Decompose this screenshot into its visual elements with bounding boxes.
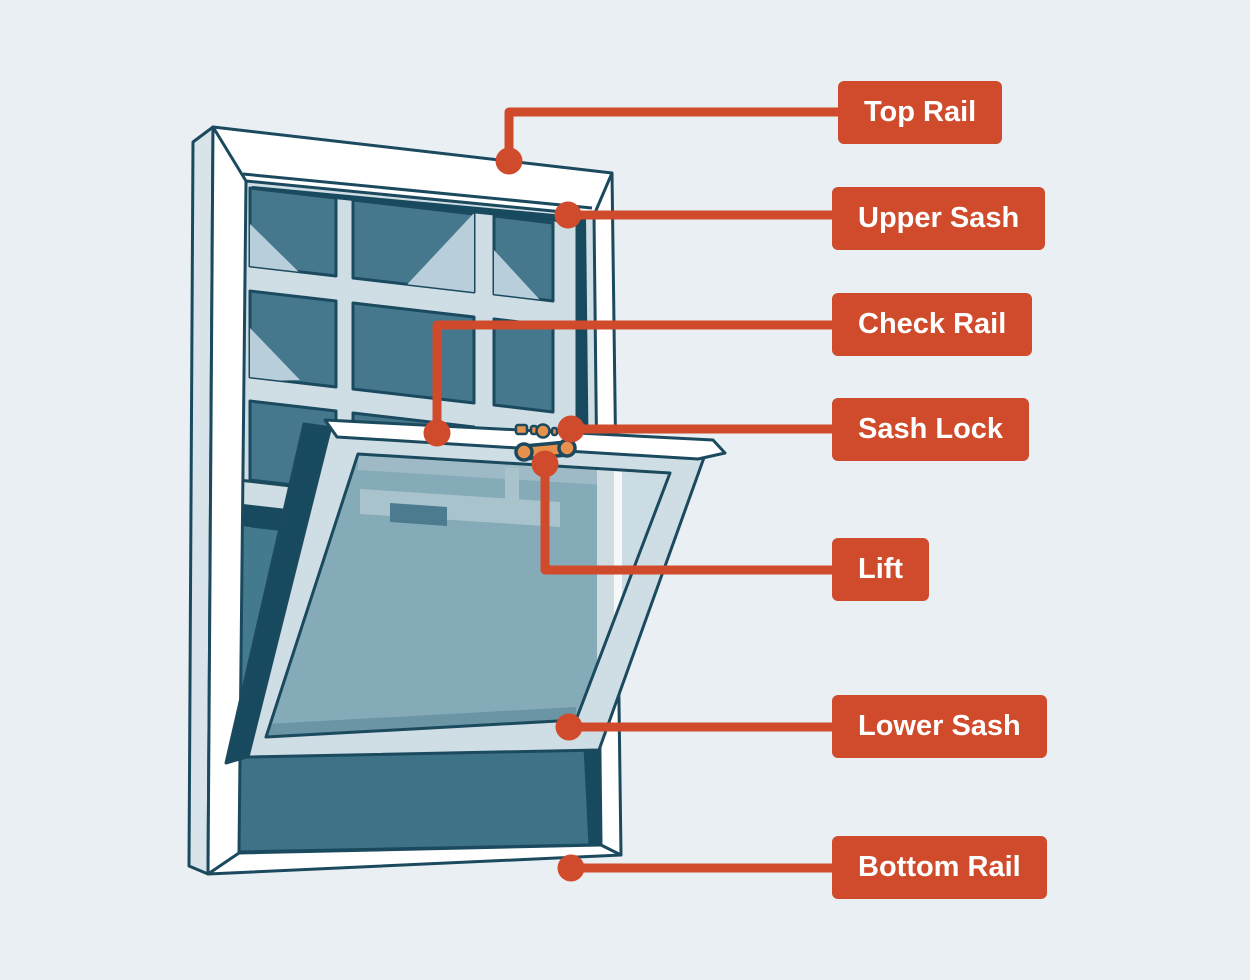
pointer-dot-bottom-rail	[557, 854, 585, 882]
connector-lift	[540, 468, 838, 575]
pane-r2c2	[351, 301, 476, 405]
frame-face	[206, 125, 623, 876]
lift-handle	[514, 438, 577, 462]
pointer-dot-upper-sash	[554, 201, 582, 229]
pointer-dot-sash-lock	[557, 415, 585, 443]
label-upper-sash-text: Upper Sash	[858, 202, 1020, 234]
frame-miter-tr	[592, 172, 614, 216]
lower-sash-glass	[266, 454, 670, 737]
frame-miter-bl	[207, 851, 240, 876]
label-sash-lock-text: Sash Lock	[858, 413, 1004, 445]
pane-r2c3	[492, 317, 555, 414]
label-lift: Lift	[832, 538, 930, 601]
glass-reflections	[250, 213, 540, 382]
label-top-rail: Top Rail	[838, 81, 1003, 144]
connector-check-rail	[432, 320, 838, 424]
label-lift-text: Lift	[858, 553, 904, 585]
pointer-dot-check-rail	[423, 419, 451, 447]
label-check-rail: Check Rail	[832, 293, 1033, 356]
label-bottom-rail: Bottom Rail	[832, 836, 1047, 899]
callout-connectors	[423, 107, 842, 882]
label-bottom-rail-text: Bottom Rail	[858, 851, 1021, 883]
frame-miter-tl	[211, 126, 248, 182]
frame-miter-br	[600, 843, 622, 857]
label-lower-sash-text: Lower Sash	[858, 710, 1021, 742]
lower-sash	[224, 418, 727, 765]
label-top-rail-text: Top Rail	[864, 96, 977, 128]
label-sash-lock: Sash Lock	[832, 398, 1030, 461]
interior-lower-band	[236, 745, 592, 854]
label-lower-sash: Lower Sash	[832, 695, 1047, 758]
connector-top-rail	[504, 107, 842, 152]
pointer-dot-lower-sash	[555, 713, 583, 741]
head-step-line	[242, 172, 593, 210]
pointer-dot-top-rail	[495, 147, 523, 175]
label-check-rail-text: Check Rail	[858, 308, 1007, 340]
pointer-dot-lift	[531, 450, 559, 478]
label-upper-sash: Upper Sash	[832, 187, 1046, 250]
